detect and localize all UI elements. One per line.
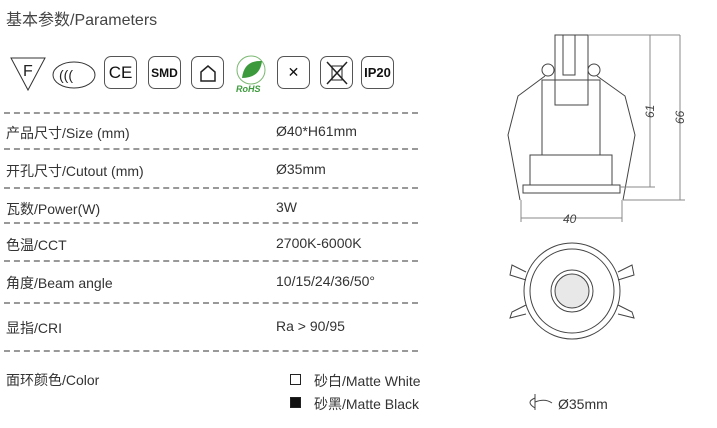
cct-value: 2700K-6000K [276,235,362,251]
cri-label: 显指/CRI [6,320,62,336]
svg-text:F: F [23,63,33,80]
power-label: 瓦数/Power(W) [6,201,101,217]
indoor-house-icon [191,56,224,89]
svg-text:RoHS: RoHS [236,84,261,94]
f-mark-icon: F [10,57,46,92]
matte-black-label: 砂黑/Matte Black [314,396,420,412]
matte-white-label: 砂白/Matte White [314,373,421,389]
color-label: 面环颜色/Color [6,372,100,388]
cct-label: 色温/CCT [6,237,67,253]
divider [4,112,418,114]
ce-icon: CE [104,56,137,89]
cutout-diameter: Ø35mm [558,396,608,412]
ccc-icon: ((( [52,61,96,89]
technical-drawing: 61 66 40 Ø35mm [507,34,687,412]
size-label: 产品尺寸/Size (mm) [6,125,130,141]
cutout-icon [529,394,553,410]
bottom-view [509,242,635,340]
weee-bin-icon [320,56,353,89]
divider [4,222,418,224]
rohs-icon: RoHS [236,55,266,94]
size-value: Ø40*H61mm [276,123,357,139]
ip20-icon: IP20 [361,56,394,89]
beam-angle-label: 角度/Beam angle [6,275,113,291]
divider [4,350,418,352]
cri-value: Ra > 90/95 [276,318,345,334]
divider [4,302,418,304]
matte-white-swatch [290,374,301,385]
beam-angle-value: 10/15/24/36/50° [276,273,376,289]
smd-icon: SMD [148,56,181,89]
divider [4,148,418,150]
cutout-label: 开孔尺寸/Cutout (mm) [6,163,144,179]
page-title: 基本参数/Parameters [6,12,158,29]
side-view [507,34,636,201]
total-height-dimension: 66 [673,110,687,124]
height-dimension: 61 [643,105,657,118]
divider [4,260,418,262]
no-cover-icon: ✕ [277,56,310,89]
matte-black-swatch [290,397,301,408]
cutout-value: Ø35mm [276,161,326,177]
svg-text:(((: ((( [59,67,73,83]
dimensions [520,34,685,222]
power-value: 3W [276,199,297,215]
width-dimension: 40 [563,212,577,226]
divider [4,187,418,189]
